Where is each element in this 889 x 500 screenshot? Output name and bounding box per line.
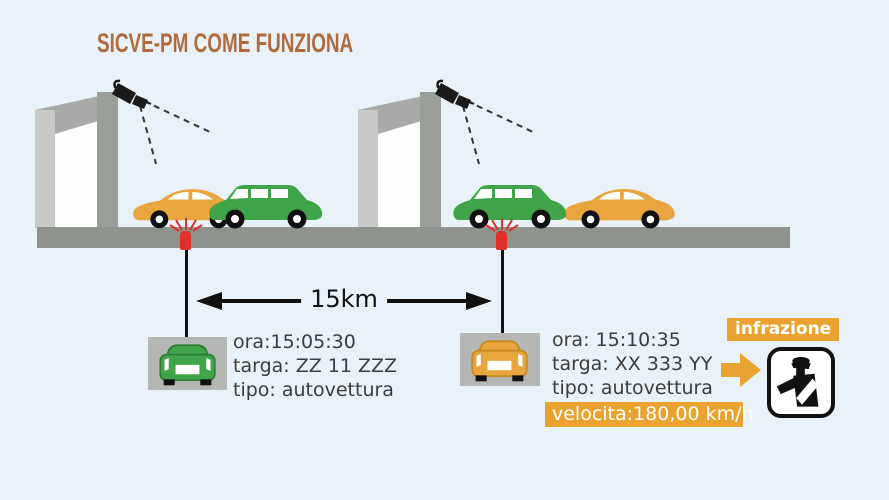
speed-badge: velocita:180,00 km/h: [545, 402, 754, 427]
car-front-yellow-icon: [471, 340, 528, 382]
measurement-line-1: [185, 249, 188, 337]
detection-1-tipo: tipo: autovettura: [233, 379, 394, 401]
speed-camera-icon: [112, 79, 152, 109]
car-green-suv: [453, 185, 567, 229]
measurement-line-2: [501, 249, 504, 333]
car-front-green-icon: [159, 344, 216, 386]
sensor-flash-icon: [169, 218, 203, 232]
car-green-suv: [209, 185, 323, 229]
detection-text-1: ora:15:05:30 targa: ZZ 11 ZZZ tipo: auto…: [233, 330, 397, 402]
distance-arrow: 15km: [196, 283, 492, 315]
left-arrowhead-icon: [196, 292, 222, 310]
page-title: SICVE-PM COME FUNZIONA: [97, 28, 354, 58]
customs-officer-icon: [767, 347, 835, 418]
detection-1-ora: ora:15:05:30: [233, 331, 356, 353]
gantry-portal-2: [358, 92, 441, 228]
infrazione-badge: infrazione: [727, 318, 840, 341]
arrow-tail: [721, 363, 741, 377]
orange-forward-arrow-icon: [721, 353, 761, 387]
vehicle-photo-1: [148, 337, 227, 390]
speed-camera-icon: [435, 79, 475, 109]
detection-2-tipo: tipo: autovettura: [552, 377, 713, 399]
road-sensor: [180, 231, 191, 250]
right-arrowhead-icon: [466, 292, 492, 310]
detection-text-2: ora: 15:10:35 targa: XX 333 YY tipo: aut…: [552, 328, 713, 400]
road: [37, 227, 790, 248]
distance-label: 15km: [301, 283, 387, 315]
vehicle-photo-2: [460, 333, 540, 386]
detection-2-ora: ora: 15:10:35: [552, 329, 681, 351]
detection-1-targa: targa: ZZ 11 ZZZ: [233, 355, 398, 377]
detection-2-targa: targa: XX 333 YY: [552, 353, 713, 375]
gantry-portal-1: [35, 92, 118, 228]
road-sensor: [496, 231, 507, 250]
arrow-tip: [740, 353, 761, 387]
car-yellow-sedan: [564, 189, 675, 229]
sensor-flash-icon: [485, 218, 519, 232]
